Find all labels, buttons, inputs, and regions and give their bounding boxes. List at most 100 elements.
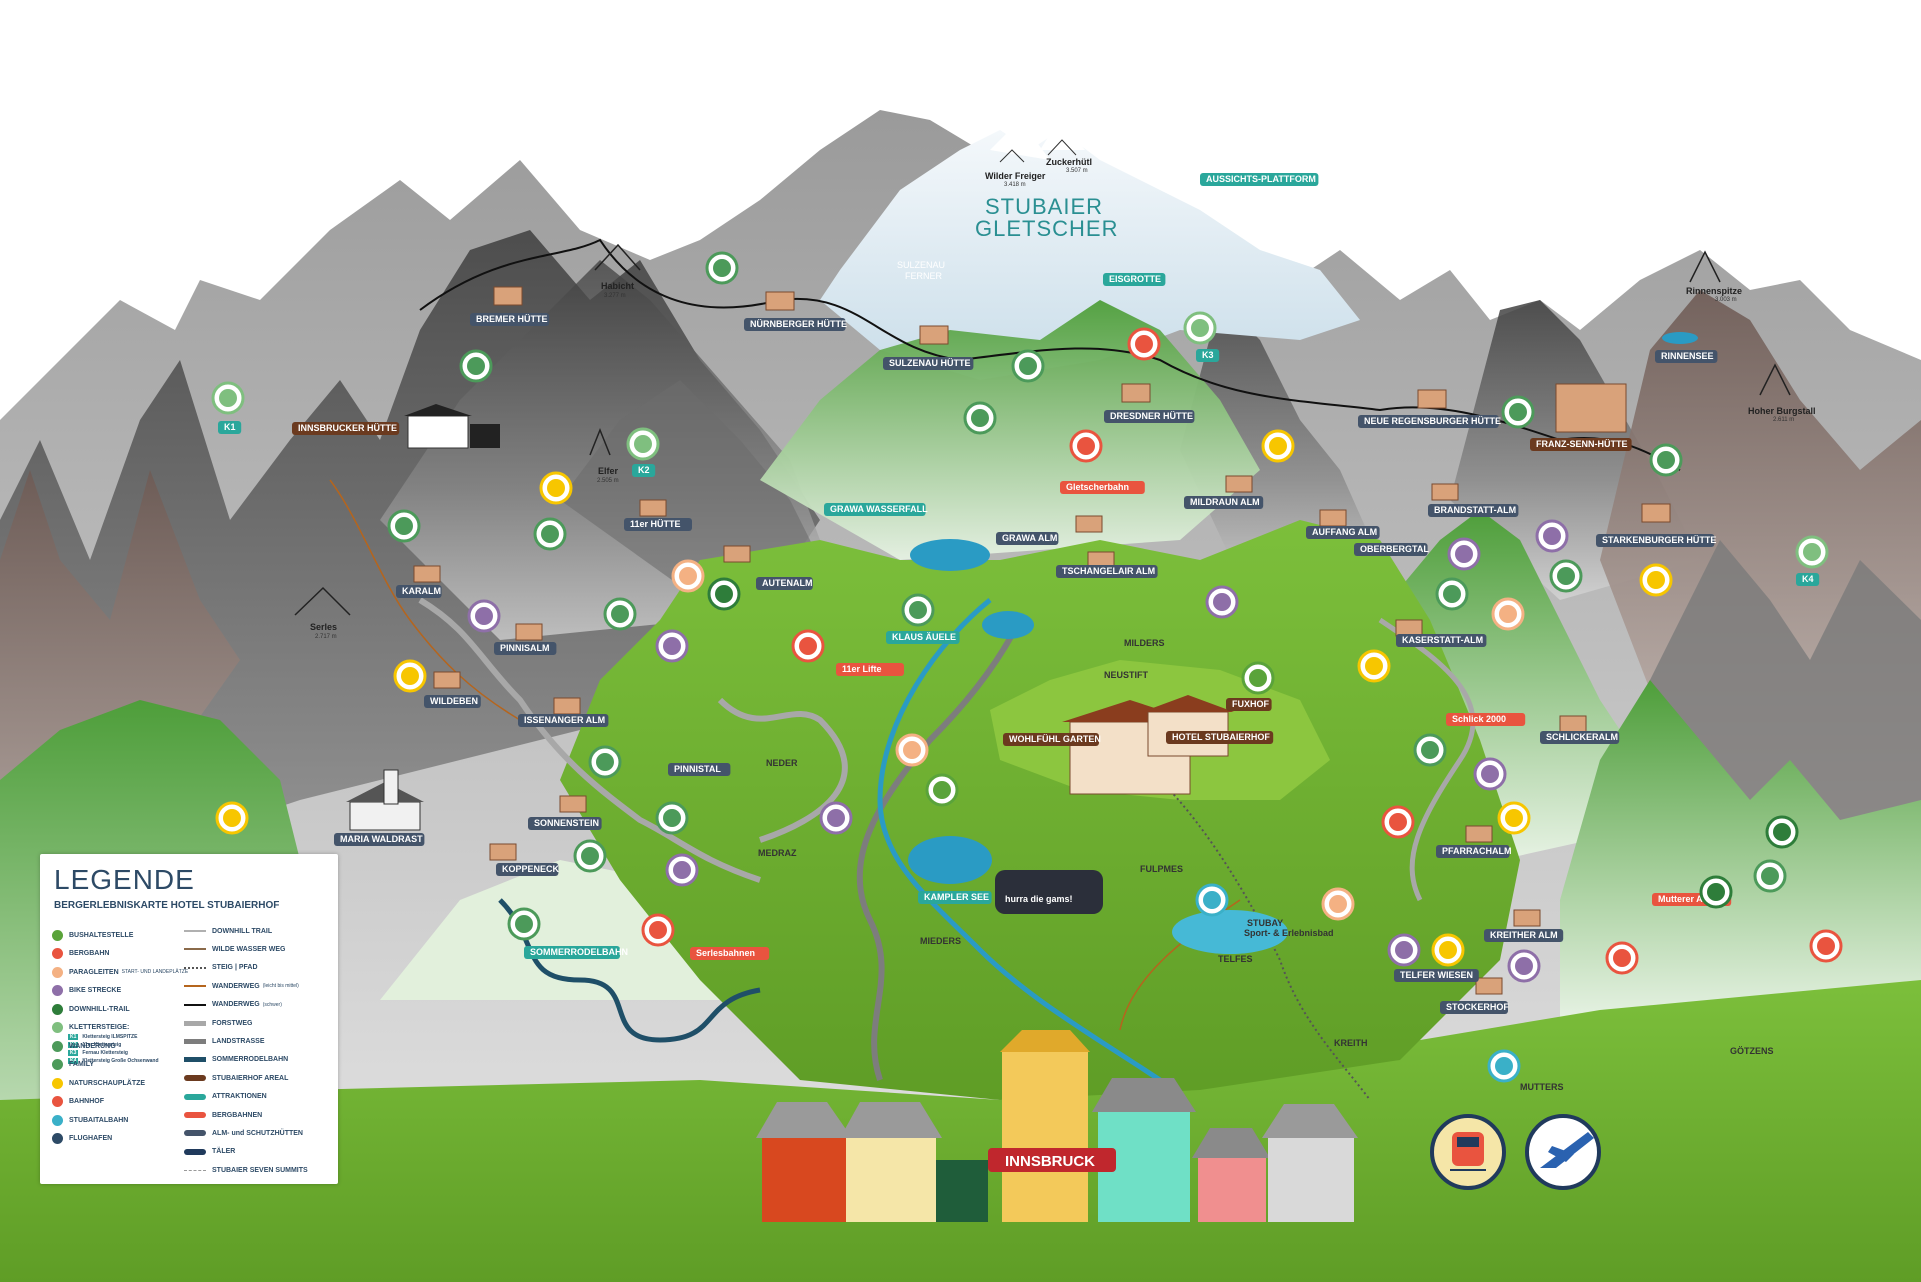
downhill-icon-glyph [1773, 823, 1791, 841]
label-text: MUTTERS [1520, 1082, 1564, 1092]
label-text: AUFFANG ALM [1312, 527, 1377, 537]
glacier-title-line1: STUBAIER [985, 194, 1103, 219]
label-text: STUBAY [1247, 918, 1283, 928]
airport-plane-icon[interactable] [1525, 1114, 1601, 1190]
label-text: BRANDSTATT-ALM [1434, 505, 1516, 515]
label-text: MIEDERS [920, 936, 961, 946]
label-karalm: KARALM [396, 585, 442, 598]
label-background [1358, 415, 1499, 428]
label-tschangelair: TSCHANGELAIR ALM [1056, 565, 1158, 578]
legend-label: STUBAIER SEVEN SUMMITS [212, 1166, 308, 1174]
label-text: MEDRAZ [758, 848, 797, 858]
hiking-icon [52, 1040, 63, 1052]
label-text: KAMPLER SEE [924, 892, 989, 902]
hiking-icon-glyph [1443, 585, 1461, 603]
hut-kaserstatt [1395, 619, 1423, 637]
legend-line-swatch [184, 1169, 206, 1171]
hut-grawa-alm [1075, 515, 1103, 533]
label-text: NEUSTIFT [1104, 670, 1149, 680]
legend-line-swatch [184, 1093, 206, 1100]
hiking-icon-glyph [467, 357, 485, 375]
label-text: 11er HÜTTE [630, 519, 681, 529]
hut-sulzenau [919, 325, 949, 345]
legend-label: BUSHALTESTELLE [69, 931, 134, 939]
peaks: Wilder Freiger 3.418 m Zuckerhütl 3.507 … [294, 139, 1816, 640]
legend-label: WANDERWEG [212, 1001, 260, 1009]
huts [413, 286, 1671, 995]
bike-icon-glyph [1213, 593, 1231, 611]
legend-item-hiking-icon: WANDERUNG [52, 1039, 116, 1053]
label-issenanger: ISSENANGER ALM [518, 714, 609, 727]
label-pinnisalm: PINNISALM [494, 642, 557, 655]
legend-item-cable-car-icon: BERGBAHN [52, 947, 109, 961]
downhill-icon-glyph [715, 585, 733, 603]
label-wohlfuehl: WOHLFÜHL GARTEN [1003, 733, 1101, 746]
label-oberbergtal: OBERBERGTAL [1354, 543, 1429, 556]
legend-sublabel: (leicht bis mittel) [262, 983, 299, 990]
label-text: SOMMERRODELBAHN [530, 947, 628, 957]
label-background [668, 763, 731, 776]
peak-hoher-burgstall: Hoher Burgstall 2.611 m [1748, 363, 1816, 423]
label-background [632, 464, 656, 477]
label-background [1440, 1001, 1508, 1014]
label-background [528, 817, 602, 830]
label-text: Sport- & Erlebnisbad [1244, 928, 1334, 938]
hiking-icon-glyph [1557, 567, 1575, 585]
peak-height: 3.277 m [604, 293, 626, 299]
label-mutters: MUTTERS [1520, 1082, 1564, 1092]
label-background [756, 577, 813, 590]
train-station-icon[interactable] [1430, 1114, 1506, 1190]
label-background [824, 503, 926, 516]
family-icon-glyph [1421, 741, 1439, 759]
label-text: GÖTZENS [1730, 1046, 1774, 1056]
label-background [396, 585, 442, 598]
paraglider-icon-glyph [903, 741, 921, 759]
label-text: Mutterer Alm [1658, 894, 1713, 904]
label-background [883, 357, 974, 370]
label-stubay-sub: Sport- & Erlebnisbad [1244, 928, 1334, 938]
label-background [1003, 733, 1099, 746]
label-text: K4 [1802, 574, 1814, 584]
klaus-aeuele-lake [982, 611, 1034, 639]
label-background [624, 518, 692, 531]
label-text: PINNISTAL [674, 764, 721, 774]
hiking-icon-glyph [713, 259, 731, 277]
legend-sublabel: (schwer) [262, 1001, 282, 1008]
hut-elfer [639, 499, 667, 517]
label-background [1796, 573, 1820, 586]
legend-label: WANDERUNG [69, 1042, 116, 1050]
label-text: KREITHER ALM [1490, 930, 1558, 940]
label-k1: K1 [218, 421, 242, 434]
label-background [690, 947, 770, 960]
legend-item-plane-icon: FLUGHAFEN [52, 1132, 112, 1146]
sun-icon-glyph [1505, 809, 1523, 827]
label-background [424, 695, 481, 708]
label-rinnensee: RINNENSEE [1655, 350, 1718, 363]
label-background [836, 663, 904, 676]
label-elfer-lifte: 11er Lifte [836, 663, 904, 676]
label-background [744, 318, 846, 331]
legend-label: FORSTWEG [212, 1019, 253, 1027]
cable-car-icon-glyph [1135, 335, 1153, 353]
sun-icon-glyph [223, 809, 241, 827]
hut-brandstatt [1431, 483, 1459, 501]
bike-icon-glyph [475, 607, 493, 625]
label-background [1428, 504, 1519, 517]
bike-icon [52, 985, 63, 996]
label-background [518, 714, 609, 727]
hut-stockerhof [1475, 977, 1503, 995]
legend-label: BERGBAHN [69, 950, 110, 957]
legend-line-item: LANDSTRASSE [184, 1034, 265, 1048]
family-icon-glyph [1761, 867, 1779, 885]
peak-height: 3.418 m [1004, 182, 1026, 188]
label-text: AUSSICHTS-PLATTFORM [1206, 174, 1316, 184]
climbing-icon-glyph [219, 389, 237, 407]
label-text: TELFES [1218, 954, 1253, 964]
tram-icon-glyph [1495, 1057, 1513, 1075]
legend-line-item: DOWNHILL TRAIL [184, 924, 272, 938]
legend-sublabel: START- UND LANDEPLÄTZE [121, 969, 189, 975]
legend-panel: LEGENDE BERGERLEBNISKARTE HOTEL STUBAIER… [40, 854, 338, 1184]
label-milders: MILDERS [1124, 638, 1165, 648]
